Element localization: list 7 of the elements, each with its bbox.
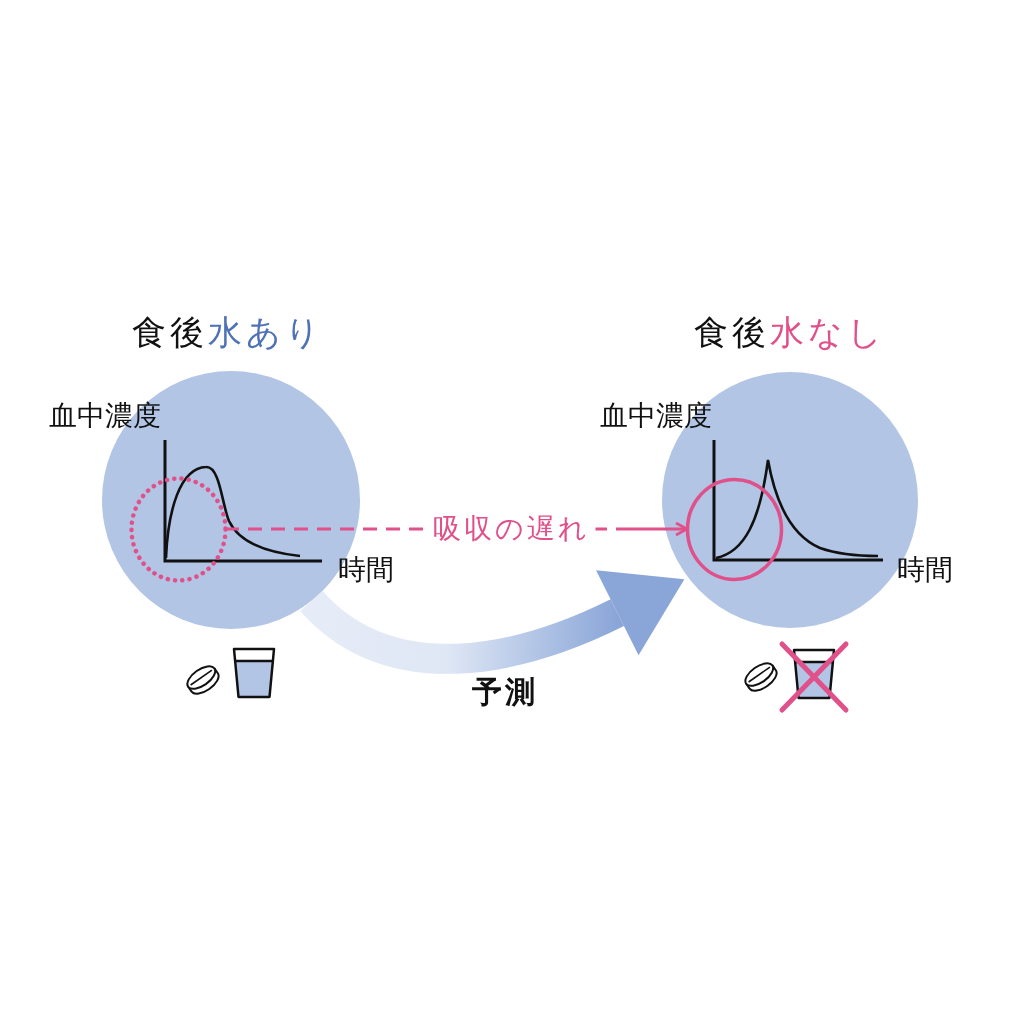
thick-arrow [300,569,686,674]
heading: 食後水なし [694,315,886,351]
axis-label: 血中濃度 [49,401,161,431]
axis-label: 時間 [897,555,953,585]
axis-label: 血中濃度 [600,401,712,431]
heading: 食後水あり [132,315,324,351]
axis-label: 時間 [338,555,394,585]
